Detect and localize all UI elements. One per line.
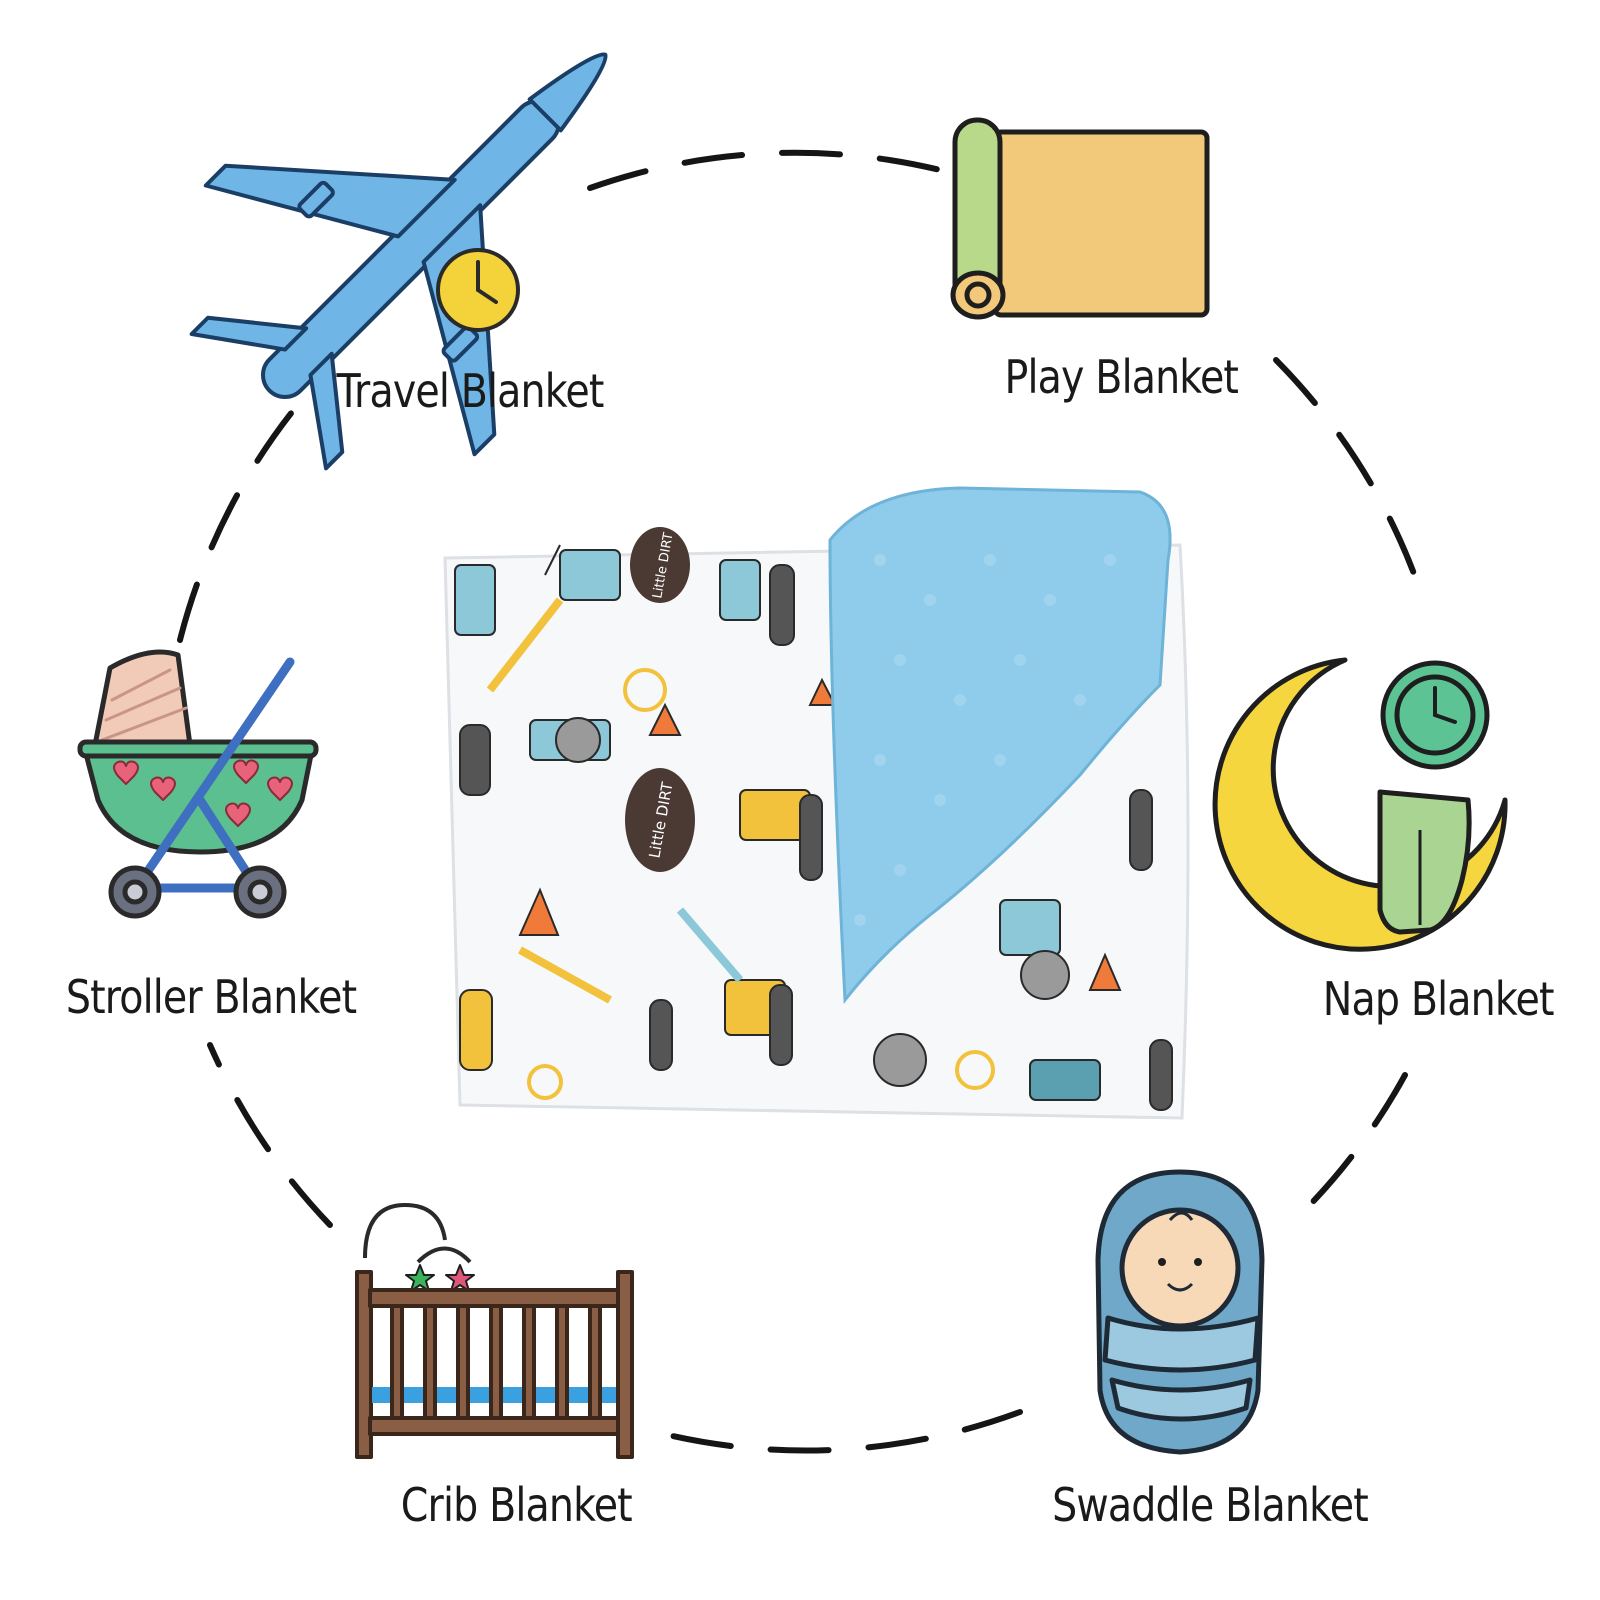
slogan-mark: Little DIRT	[625, 768, 695, 872]
crib-icon	[355, 1203, 634, 1459]
construction-pattern	[454, 544, 837, 1100]
nap-blanket-label: Nap Blanket	[1322, 972, 1555, 1026]
minky-dots	[854, 554, 1116, 926]
swaddled-baby-icon	[1095, 1169, 1265, 1455]
play-blanket-label: Play Blanket	[1004, 350, 1239, 404]
folded-construction-blanket: Little DIRT Little DIRT	[443, 486, 1190, 1120]
baby-stroller-icon	[77, 649, 319, 919]
stroller-blanket-label: Stroller Blanket	[65, 970, 357, 1024]
travel-blanket-label: Travel Blanket	[336, 364, 605, 418]
dashed-ring	[177, 149, 1428, 1454]
airplane-clock-icon	[189, 52, 608, 471]
corner-pattern	[873, 789, 1173, 1111]
play-mat-roll-icon	[950, 117, 1210, 320]
swaddle-blanket-label: Swaddle Blanket	[1052, 1478, 1369, 1532]
slogan-mark: Little DIRT	[630, 527, 690, 603]
crib-blanket-label: Crib Blanket	[400, 1478, 633, 1532]
moon-clock-blanket-icon	[1212, 657, 1508, 952]
